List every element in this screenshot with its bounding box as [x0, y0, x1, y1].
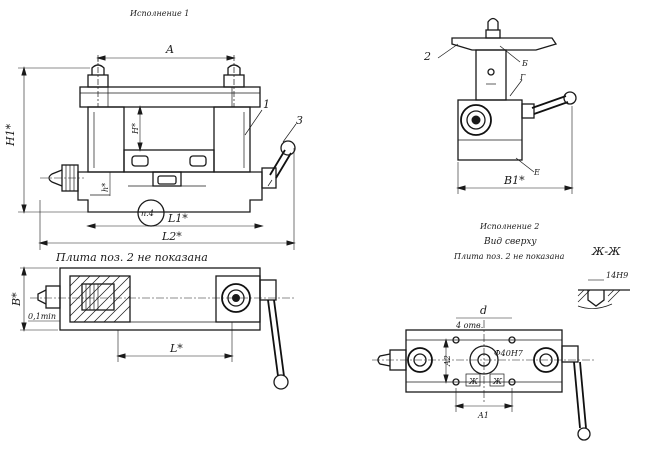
dim-label-L2: L2*	[161, 230, 182, 243]
label-pos-4: п.4	[141, 209, 154, 218]
label-G-letter: Г	[519, 73, 526, 82]
dim-label-bore: Ф40H7	[494, 349, 524, 358]
leader-pos-3	[282, 123, 297, 143]
dim-label-B: B*	[10, 292, 23, 307]
side-view: 2 Б Г Е B1*	[423, 17, 577, 194]
caption-top-view: Вид сверху	[483, 237, 537, 247]
label-pos-3: 3	[296, 114, 303, 127]
section-zh-zh: 14H9	[577, 271, 630, 309]
top-nut-right	[223, 55, 245, 107]
right-handle	[261, 140, 296, 189]
caption-plate-note-left: Плита поз. 2 не показана	[55, 251, 208, 264]
top-nut-left	[87, 55, 109, 107]
dim-label-h: h*	[101, 183, 110, 192]
caption-version-1: Исполнение 1	[129, 9, 189, 18]
dim-label-d: d	[480, 304, 487, 317]
label-E-letter: Е	[533, 168, 540, 177]
top-view-left: 0,1min B* L*	[10, 266, 296, 390]
left-stud	[40, 164, 84, 192]
cut-mark-left: Ж	[468, 377, 479, 386]
hatched-section	[69, 275, 131, 323]
cut-mark-right: Ж	[492, 377, 503, 386]
dim-label-A1: A1	[477, 411, 489, 420]
leader-pos-1	[244, 109, 263, 136]
top-view-version-2: d 4 отв. Ф40H7 A2 A1 Ж Ж	[372, 304, 596, 441]
dim-label-slot: 14H9	[606, 271, 628, 280]
dim-label-L1: L1*	[167, 212, 188, 225]
label-pos-1: 1	[263, 98, 270, 111]
dim-label-H: H*	[131, 123, 140, 135]
section-title: Ж-Ж	[591, 245, 621, 258]
dim-label-L: L*	[169, 342, 183, 355]
caption-version-2: Исполнение 2	[479, 222, 539, 231]
front-view: п.4 1 3 A H1* H* h* L1*	[4, 43, 303, 250]
dim-label-A: A	[165, 43, 174, 56]
label-pos-2: 2	[423, 50, 431, 63]
dim-label-H1: H1*	[4, 123, 17, 147]
dim-label-A2: A2	[443, 355, 452, 367]
dim-label-holes: 4 отв.	[455, 321, 483, 330]
caption-plate-note-right: Плита поз. 2 не показана	[453, 252, 565, 261]
label-B-letter: Б	[521, 59, 528, 68]
dim-label-B1: B1*	[503, 174, 525, 187]
dim-label-tol: 0,1min	[28, 312, 56, 321]
